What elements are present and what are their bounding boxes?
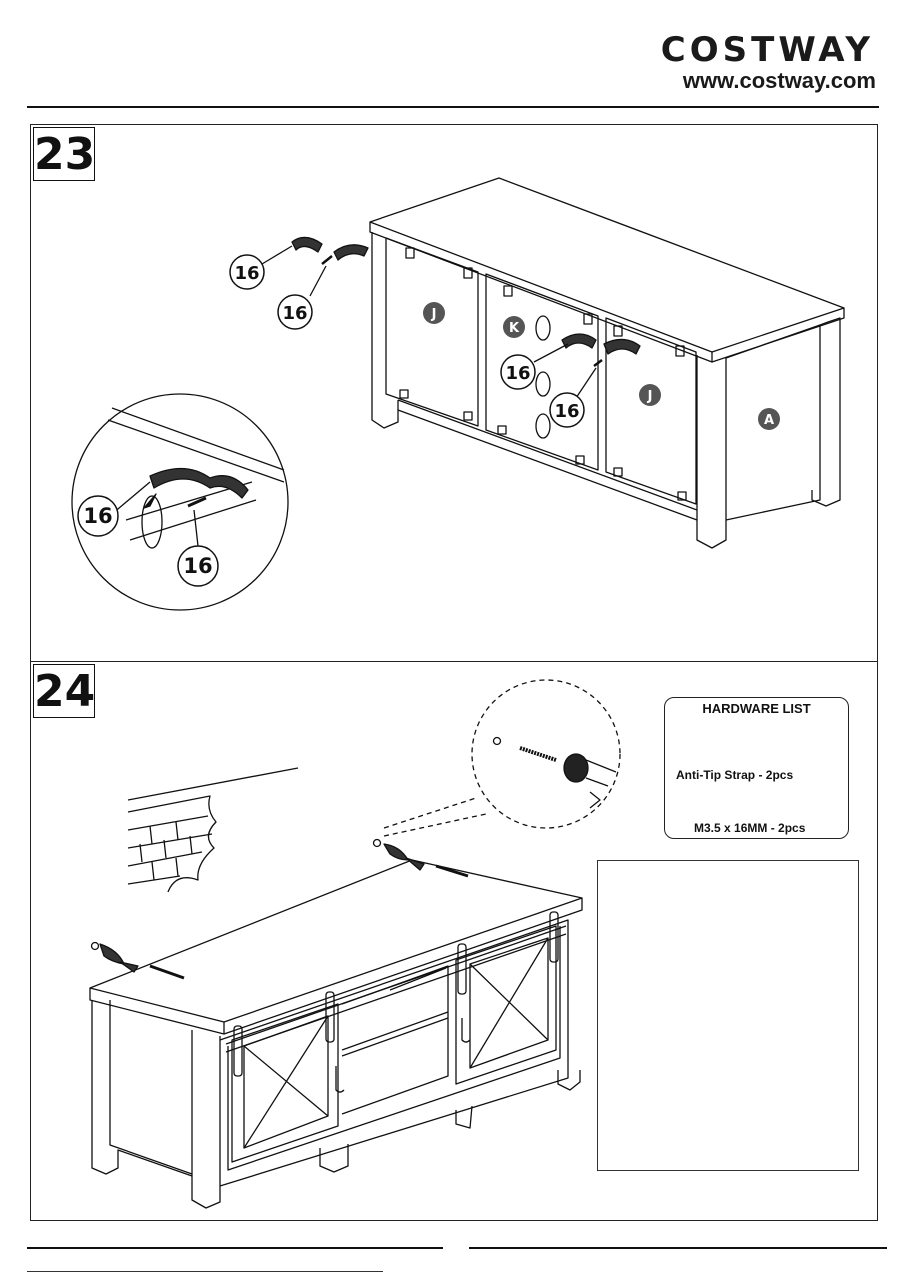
footer-rule-right: [469, 1247, 887, 1249]
step-number-23: 23: [33, 127, 95, 181]
hardware-list-title: HARDWARE LIST: [664, 701, 849, 716]
cabinet-front-view: [90, 680, 620, 1208]
footer-rule-left: [27, 1247, 443, 1249]
cabinet-back-view: [292, 178, 844, 548]
callout-16-f: 16: [183, 554, 212, 578]
hardware-item-anti-tip-strap: Anti-Tip Strap - 2pcs: [676, 768, 793, 782]
callout-16-b: 16: [282, 303, 307, 324]
callout-16-a: 16: [234, 263, 259, 284]
hardware-item-screw: M3.5 x 16MM - 2pcs: [694, 821, 805, 835]
panel-label-j-left: J: [431, 307, 437, 322]
callout-16-d: 16: [554, 401, 579, 422]
callout-16-e: 16: [83, 504, 112, 528]
panel-label-j-right: J: [647, 389, 653, 404]
panel-label-k: K: [509, 321, 520, 336]
panel-label-a: A: [764, 413, 774, 428]
callout-markers: [78, 255, 584, 586]
step-number-24: 24: [33, 664, 95, 718]
callout-16-c: 16: [505, 363, 530, 384]
footer-rule-thin: [27, 1271, 383, 1272]
note-box: [597, 860, 859, 1171]
